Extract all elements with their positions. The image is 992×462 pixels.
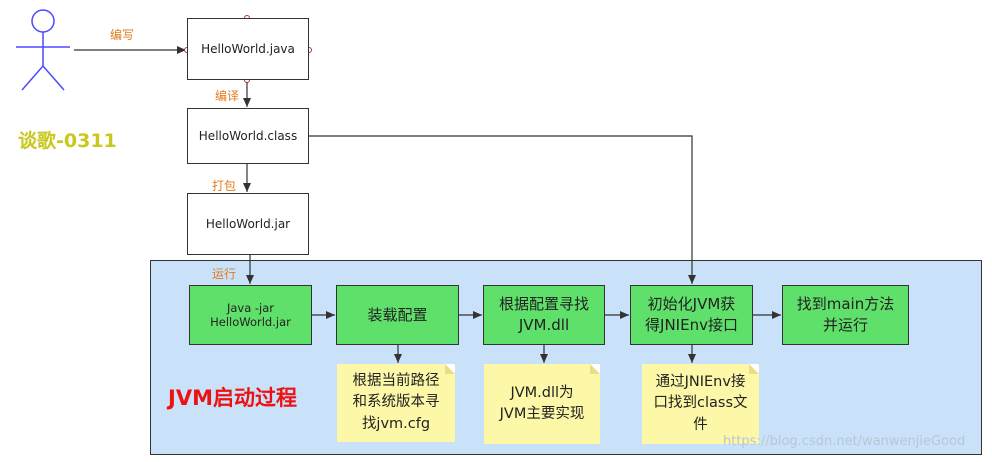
step-box-init-jvm: 初始化JVM获 得JNIEnv接口 [630,285,753,345]
actor-figure [16,9,70,91]
note-fold-corner [445,364,455,374]
file-box-class: HelloWorld.class [187,108,309,164]
step-box-java-jar: Java -jar HelloWorld.jar [189,285,312,345]
note-jvm-cfg-text: 根据当前路径 和系统版本寻 找jvm.cfg [352,373,440,432]
file-box-java: HelloWorld.java [187,18,309,80]
edge-label-run: 运行 [212,267,237,281]
panel-title: JVM启动过程 [168,386,297,410]
note-fold-corner [749,364,759,374]
watermark: https://blog.csdn.net/wanwenjieGood [723,434,966,449]
arrow-class-to-init [309,135,696,284]
note-fold-corner [590,364,600,374]
edge-label-compile: 编译 [215,89,240,103]
note-jnienv-class-text: 通过JNIEnv接 口找到class文 件 [653,374,748,433]
note-jvm-dll-text: JVM.dll为 JVM主要实现 [499,384,585,422]
file-box-jar: HelloWorld.jar [187,193,309,255]
step-box-load-config: 装载配置 [336,285,459,345]
edge-label-write: 编写 [110,28,135,42]
step-box-find-jvm-dll: 根据配置寻找 JVM.dll [483,285,605,345]
author-label: 谈歌-0311 [18,130,117,152]
note-jvm-cfg: 根据当前路径 和系统版本寻 找jvm.cfg [337,364,455,442]
edge-label-package: 打包 [212,179,237,193]
step-box-find-main: 找到main方法 并运行 [782,285,909,345]
note-jnienv-class: 通过JNIEnv接 口找到class文 件 [642,364,759,444]
note-jvm-dll: JVM.dll为 JVM主要实现 [484,364,600,444]
